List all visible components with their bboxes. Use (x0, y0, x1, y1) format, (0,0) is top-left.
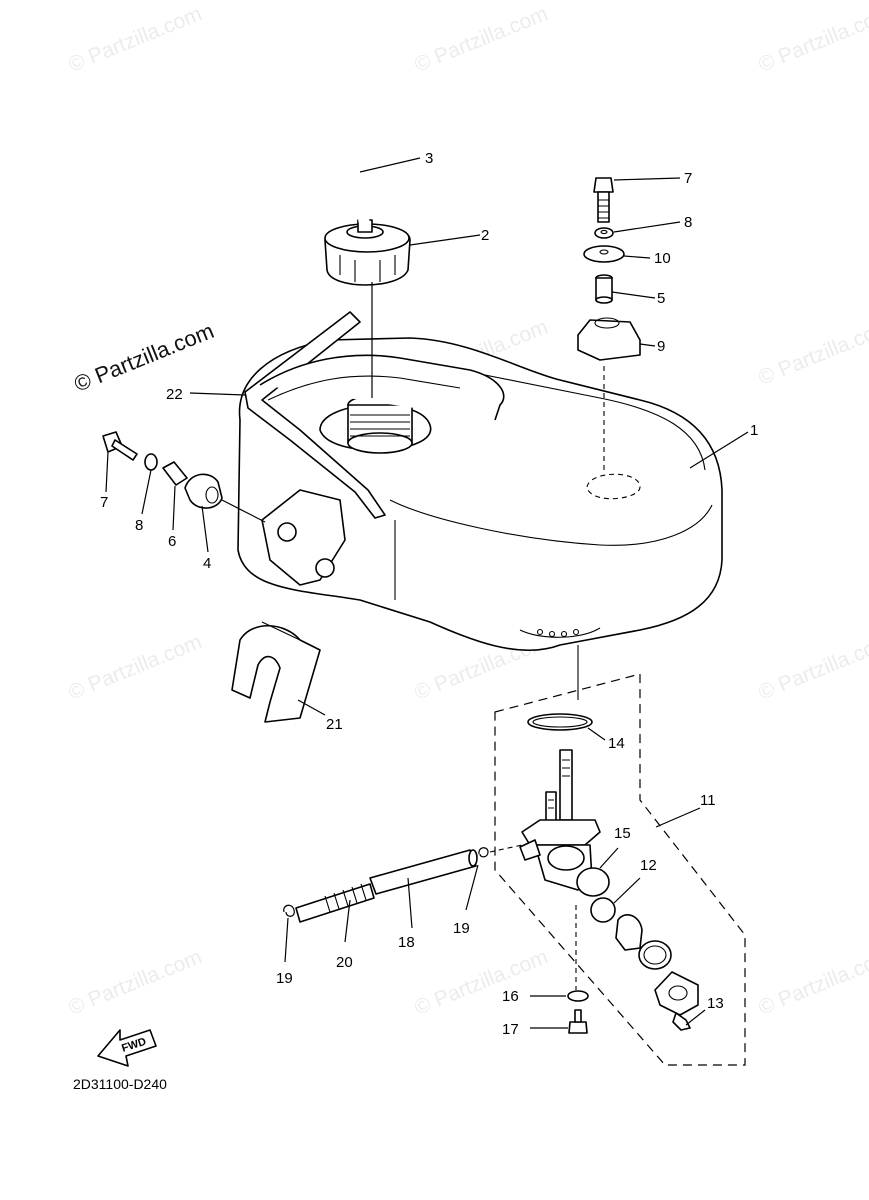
tank-guard-frame (244, 311, 505, 519)
tank-pad (231, 621, 321, 723)
callout-9: 9 (657, 338, 665, 355)
callout-8-top: 8 (684, 214, 692, 231)
callout-12: 12 (640, 857, 657, 874)
watermark: © Partzilla.com (755, 2, 869, 76)
callout-17: 17 (502, 1021, 519, 1038)
callout-19-left: 19 (276, 970, 293, 987)
callout-1: 1 (750, 422, 758, 439)
watermark: © Partzilla.com (411, 945, 551, 1019)
callout-13: 13 (707, 995, 724, 1012)
callout-19-right: 19 (453, 920, 470, 937)
watermark: © Partzilla.com (65, 945, 205, 1019)
forward-arrow-icon: FWD (97, 1029, 157, 1067)
fuel-tank (237, 337, 723, 652)
callout-3: 3 (425, 150, 433, 167)
watermark: © Partzilla.com (65, 630, 205, 704)
callout-22: 22 (166, 386, 183, 403)
callout-7-left: 7 (100, 494, 108, 511)
rear-mount-stack (577, 177, 641, 470)
callout-18: 18 (398, 934, 415, 951)
watermark: © Partzilla.com (755, 630, 869, 704)
fuel-cap (324, 219, 411, 286)
callout-20: 20 (336, 954, 353, 971)
watermark: © Partzilla.com (411, 2, 551, 76)
callout-15: 15 (614, 825, 631, 842)
callout-10: 10 (654, 250, 671, 267)
callout-16: 16 (502, 988, 519, 1005)
callout-11: 11 (700, 792, 716, 809)
callout-21: 21 (326, 716, 343, 733)
fuel-cock-assembly (494, 645, 746, 1066)
callout-5: 5 (657, 290, 665, 307)
callout-labels: 1 2 3 4 5 6 7 7 8 8 9 10 11 12 13 14 15 … (100, 150, 758, 1038)
watermark: © Partzilla.com (755, 945, 869, 1019)
callout-8-left: 8 (135, 517, 143, 534)
watermark: © Partzilla.com (755, 315, 869, 389)
callout-14: 14 (608, 735, 625, 752)
callout-6: 6 (168, 533, 176, 550)
fuel-hose-assembly (283, 844, 523, 923)
callout-4: 4 (203, 555, 211, 572)
breather-hose (236, 131, 370, 244)
callout-2: 2 (481, 227, 489, 244)
brand-watermark: © Partzilla.com (71, 318, 218, 397)
diagram-code: 2D31100-D240 (73, 1076, 167, 1092)
watermark: © Partzilla.com (65, 2, 205, 76)
callout-7-top: 7 (684, 170, 692, 187)
leader-lines (105, 157, 749, 1029)
